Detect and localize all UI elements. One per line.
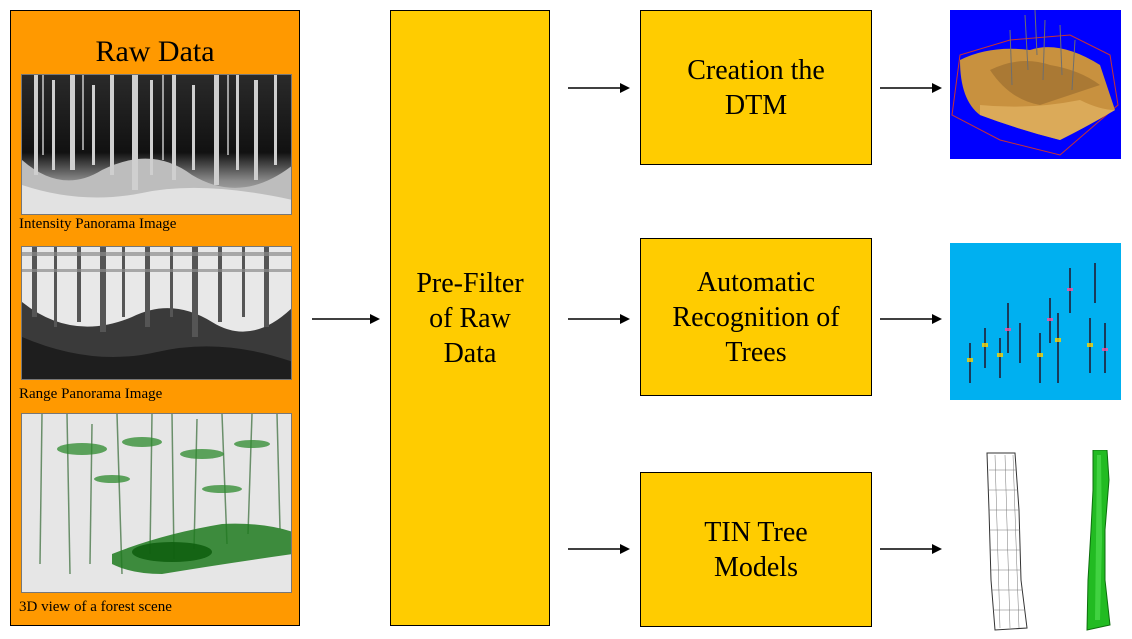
arrow-prefilter-to-recognition [568,314,630,324]
recognition-label-line2: Recognition of [672,301,840,333]
prefilter-box: Pre-Filter of Raw Data [390,10,550,626]
recognition-label-line1: Automatic [696,266,816,298]
tin-label-line2: Models [713,551,798,583]
tree-recognition-box: Automatic Recognition of Trees [640,238,872,396]
recognition-label-line3: Trees [725,336,787,368]
prefilter-label-line3: Data [443,338,497,369]
arrow-tin-to-result [880,544,942,554]
intensity-panorama-image [21,74,292,215]
range-panorama-caption: Range Panorama Image [19,386,163,402]
forest-3d-view-caption: 3D view of a forest scene [19,599,172,615]
dtm-label-line1: Creation the [687,54,825,86]
tin-tree-models-box: TIN Tree Models [640,472,872,627]
dtm-label-line2: DTM [724,89,788,121]
arrow-raw-to-prefilter [312,314,380,324]
raw-data-panel: Raw Data [10,10,300,626]
raw-data-title: Raw Data [95,35,215,68]
tin-tree-models-image [975,450,1125,635]
prefilter-label-line1: Pre-Filter [416,268,524,299]
prefilter-label-line2: of Raw [429,303,511,334]
recognized-trees-image [950,243,1121,400]
range-panorama-image [21,246,292,380]
arrow-prefilter-to-dtm [568,83,630,93]
dtm-creation-box: Creation the DTM [640,10,872,165]
forest-3d-view-image [21,413,292,593]
tin-label-line1: TIN Tree [704,516,808,548]
arrow-dtm-to-result [880,83,942,93]
arrow-recognition-to-result [880,314,942,324]
dtm-terrain-image [950,10,1121,159]
intensity-panorama-caption: Intensity Panorama Image [19,216,177,232]
arrow-prefilter-to-tin [568,544,630,554]
